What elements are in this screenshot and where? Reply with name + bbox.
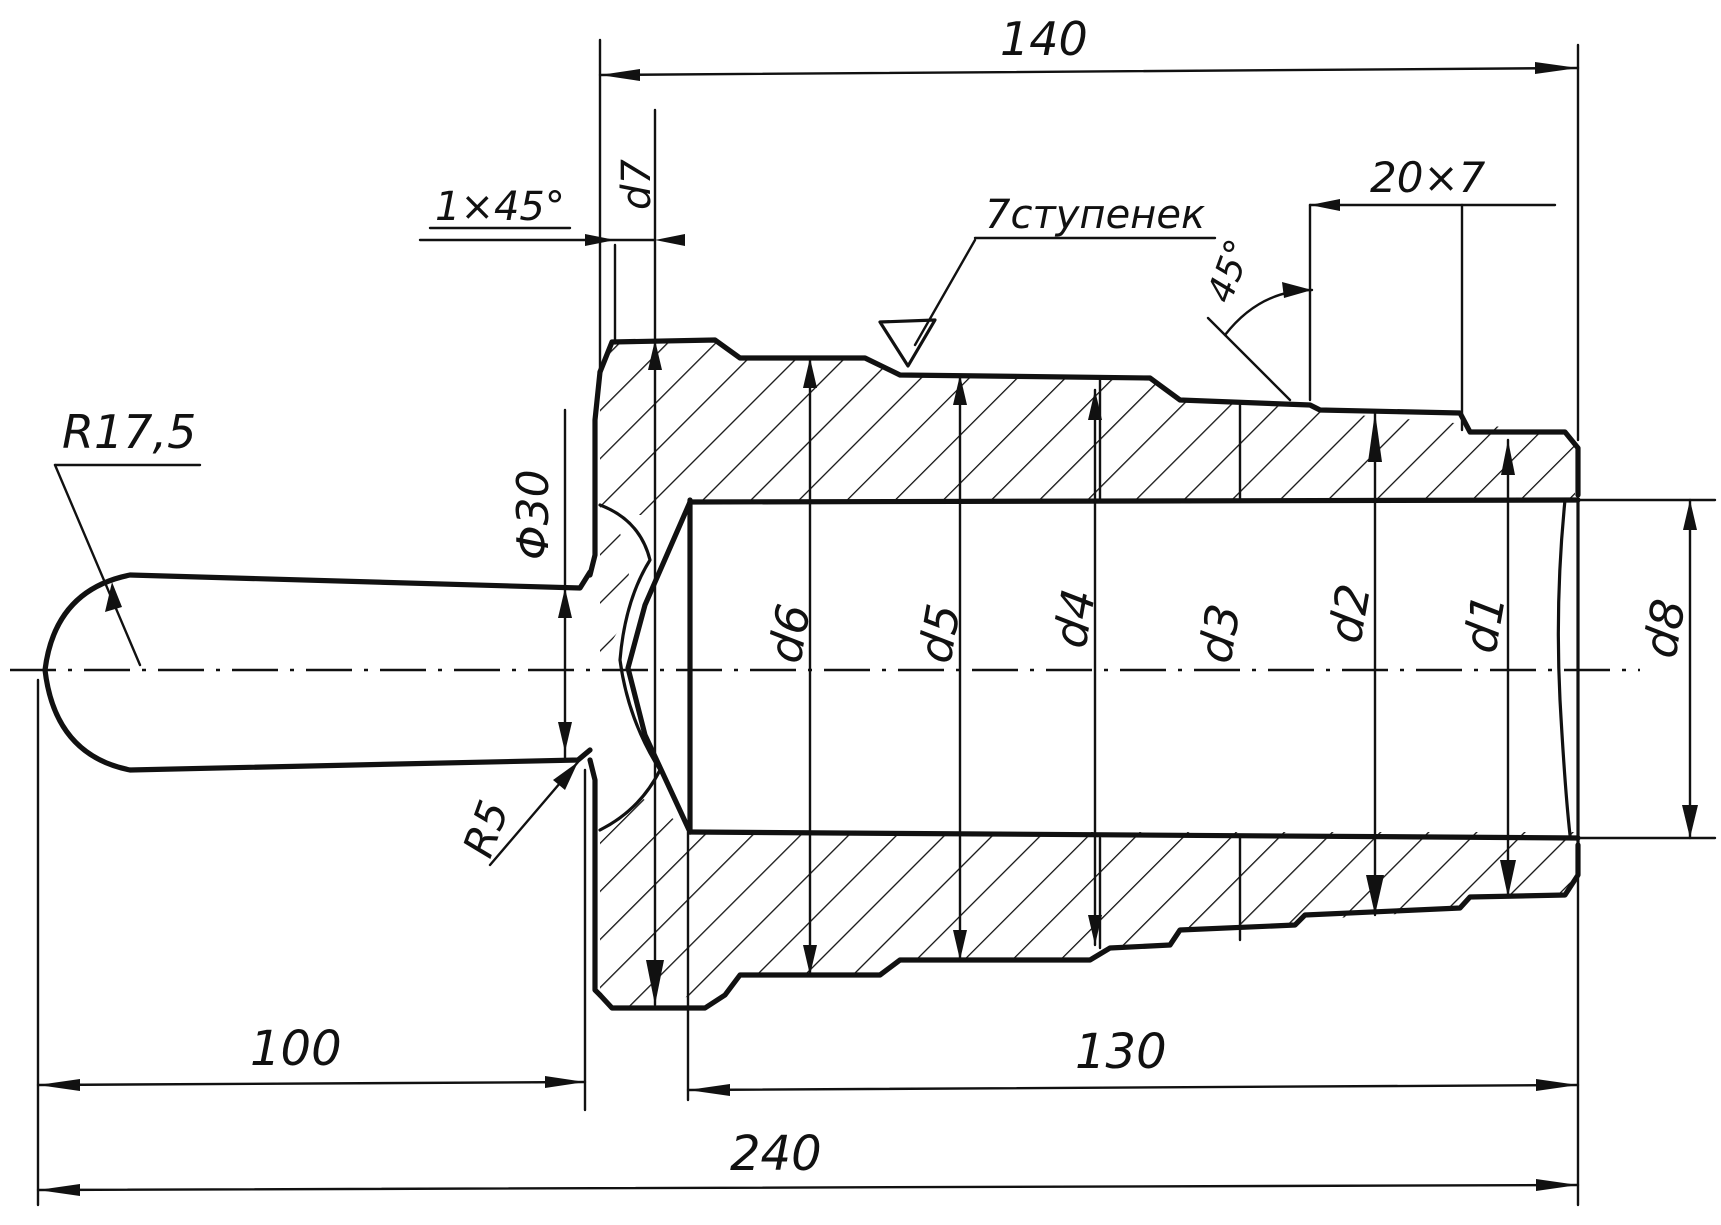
diameter-lines — [646, 338, 1717, 1007]
dimension-130 — [686, 830, 1580, 1207]
label-d7: d7 — [614, 159, 660, 210]
label-groove: 20×7 — [1370, 153, 1486, 202]
angle-45-dimension — [1206, 282, 1314, 402]
label-d30: Φ30 — [508, 469, 559, 560]
steps-note-leader — [878, 236, 1217, 368]
step-dividers — [1098, 378, 1242, 950]
label-r17-5: R17,5 — [62, 405, 196, 459]
dimension-140 — [598, 38, 1580, 442]
part-outline — [587, 337, 1581, 1011]
label-100: 100 — [250, 1021, 342, 1077]
label-140: 140 — [1000, 12, 1088, 66]
dimension-240 — [36, 1179, 1580, 1196]
label-steps-note: 7ступенек — [985, 192, 1205, 238]
label-d3: d3 — [1188, 600, 1251, 667]
label-angle: 45° — [1200, 234, 1260, 308]
groove-dimension — [1308, 199, 1557, 432]
diameter-30-dimension — [558, 408, 572, 762]
label-240: 240 — [730, 1126, 822, 1182]
label-d8: d8 — [1633, 595, 1696, 662]
labels: 140 1×45° d7 7ступенек 20×7 45° R17,5 Φ3… — [62, 12, 1696, 1182]
label-chamfer: 1×45° — [435, 184, 565, 230]
lower-hatched-section — [600, 790, 1575, 1008]
chamfer-leaders — [418, 108, 685, 342]
label-130: 130 — [1075, 1024, 1167, 1080]
radius-17-5-leader — [53, 463, 202, 667]
label-d6: d6 — [758, 600, 821, 667]
label-d2: d2 — [1318, 580, 1381, 647]
label-r5: R5 — [453, 794, 518, 863]
label-d1: d1 — [1453, 590, 1516, 657]
radius-5-leader — [488, 760, 580, 867]
label-d5: d5 — [908, 600, 971, 667]
label-d4: d4 — [1043, 585, 1106, 652]
dimension-100 — [36, 678, 587, 1207]
